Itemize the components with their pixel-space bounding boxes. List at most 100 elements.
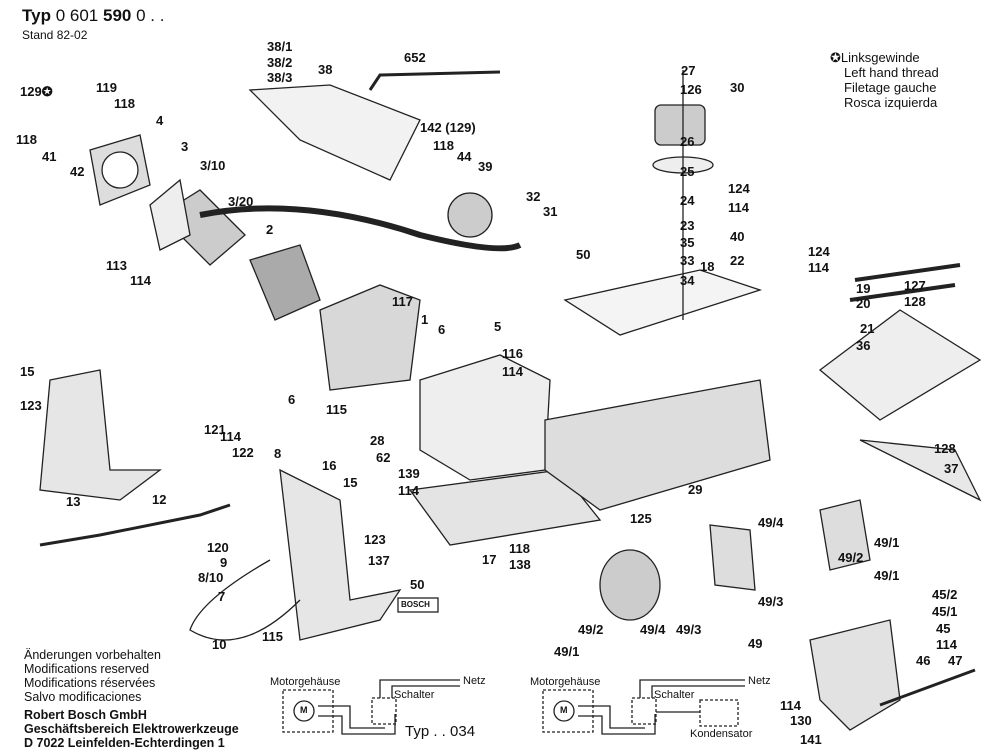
part-label: 62 (376, 450, 391, 465)
part-label: 47 (948, 653, 963, 668)
part-label: 50 (576, 247, 591, 262)
part-label: 118 (433, 138, 454, 153)
part-label: 114 (936, 637, 957, 652)
hex-key-652 (368, 70, 501, 91)
part-label: 21 (860, 321, 875, 336)
legend-line: ✪Linksgewinde (830, 50, 920, 65)
part-label: 38 (318, 62, 333, 77)
part-label: 23 (680, 218, 695, 233)
fan-housing-opening (101, 151, 139, 189)
guard-37 (859, 439, 982, 502)
left-hand-thread-legend: ✪Linksgewinde Left hand thread Filetage … (830, 50, 939, 110)
part-label: 49/1 (554, 644, 580, 659)
revision-stand: Stand 82-02 (22, 28, 88, 42)
note-line: Salvo modificaciones (24, 690, 142, 704)
part-label: 13 (66, 494, 81, 509)
motor-housing-box-1 (282, 689, 334, 733)
part-label: 31 (543, 204, 558, 219)
part-label: 41 (42, 149, 57, 164)
part-label: 22 (730, 253, 745, 268)
part-label: 115 (262, 629, 283, 644)
part-label: 49/3 (676, 622, 702, 637)
part-label: 138 (509, 557, 531, 572)
part-label: 126 (680, 82, 702, 97)
part-label: 6 (438, 322, 446, 337)
part-label: 122 (232, 445, 254, 460)
part-label: 114 (398, 483, 419, 498)
circuit2-motor-label: M (560, 705, 568, 715)
part-label: 113 (106, 258, 127, 273)
part-label: 33 (680, 253, 695, 268)
blade-19 (854, 263, 961, 282)
part-label: 128 (904, 294, 926, 309)
part-label: 114 (780, 698, 801, 713)
part-label: 26 (680, 134, 695, 149)
part-label: 123 (364, 532, 386, 547)
note-line: Modifications reserved (24, 662, 150, 676)
part-label: 49/2 (838, 550, 864, 565)
company-name: Robert Bosch GmbH (24, 708, 147, 722)
part-label: 129✪ (20, 84, 53, 99)
part-label: 3/10 (200, 158, 226, 173)
circuit2-mains-label: Netz (748, 675, 771, 687)
part-label: 28 (370, 433, 385, 448)
part-label: 49/1 (874, 568, 900, 583)
part-label: 118 (114, 96, 135, 111)
part-label: 114 (728, 200, 749, 215)
part-label: 127 (904, 278, 926, 293)
switch-box-1 (371, 697, 397, 725)
part-label: 114 (220, 429, 241, 444)
motor-housing (319, 284, 421, 391)
note-line: Modifications réservées (24, 676, 156, 690)
part-label: 40 (730, 229, 745, 244)
part-label: 10 (212, 637, 227, 652)
part-label: 49/3 (758, 594, 784, 609)
part-label: 7 (218, 589, 226, 604)
part-label: 121 (204, 422, 226, 437)
part-label: 120 (207, 540, 229, 555)
part-label: 46 (916, 653, 931, 668)
modification-notes: Änderungen vorbehalten Modifications res… (24, 648, 239, 750)
part-label: 17 (482, 552, 497, 567)
planer-body (544, 379, 771, 511)
drive-belt (199, 205, 522, 252)
part-label: 3 (181, 139, 189, 154)
part-label: 44 (457, 149, 472, 164)
capacitor-box (699, 699, 739, 727)
legend-line: Left hand thread (844, 65, 939, 80)
base-plate (408, 469, 602, 546)
legend-line: Filetage gauche (844, 80, 937, 95)
circuit1-motor-label: M (300, 705, 308, 715)
part-label: 115 (326, 402, 347, 417)
part-label: 27 (681, 63, 696, 78)
circuit2-capacitor-label: Kondensator (690, 728, 753, 740)
depth-knob (654, 104, 706, 146)
part-label: 114 (130, 273, 151, 288)
circuit1-housing-label: Motorgehäuse (270, 676, 341, 688)
chip-ejector (818, 309, 982, 421)
part-label: 8/10 (198, 570, 224, 585)
scale-plate (563, 269, 763, 336)
part-label: 142 (129) (420, 120, 476, 135)
motor-housing-box-2 (542, 689, 594, 733)
part-label: 49/4 (758, 515, 784, 530)
part-label: 32 (526, 189, 541, 204)
part-label: 125 (630, 511, 652, 526)
part-label: 45 (936, 621, 951, 636)
cutter-head (709, 524, 756, 591)
part-label: 25 (680, 164, 695, 179)
company-division: Geschäftsbereich Elektrowerkzeuge (24, 722, 239, 736)
part-label: 114 (502, 364, 523, 379)
part-label: 45/2 (932, 587, 958, 602)
circuit2-switch-label: Schalter (654, 689, 695, 701)
part-label: 3/20 (228, 194, 254, 209)
part-label: 30 (730, 80, 745, 95)
part-label: 2 (266, 222, 274, 237)
part-label: 4 (156, 113, 164, 128)
part-label: 8 (274, 446, 282, 461)
power-cord (39, 503, 231, 547)
cutter-cover (819, 499, 871, 571)
part-label: 123 (20, 398, 42, 413)
part-label: 38/2 (267, 55, 293, 70)
